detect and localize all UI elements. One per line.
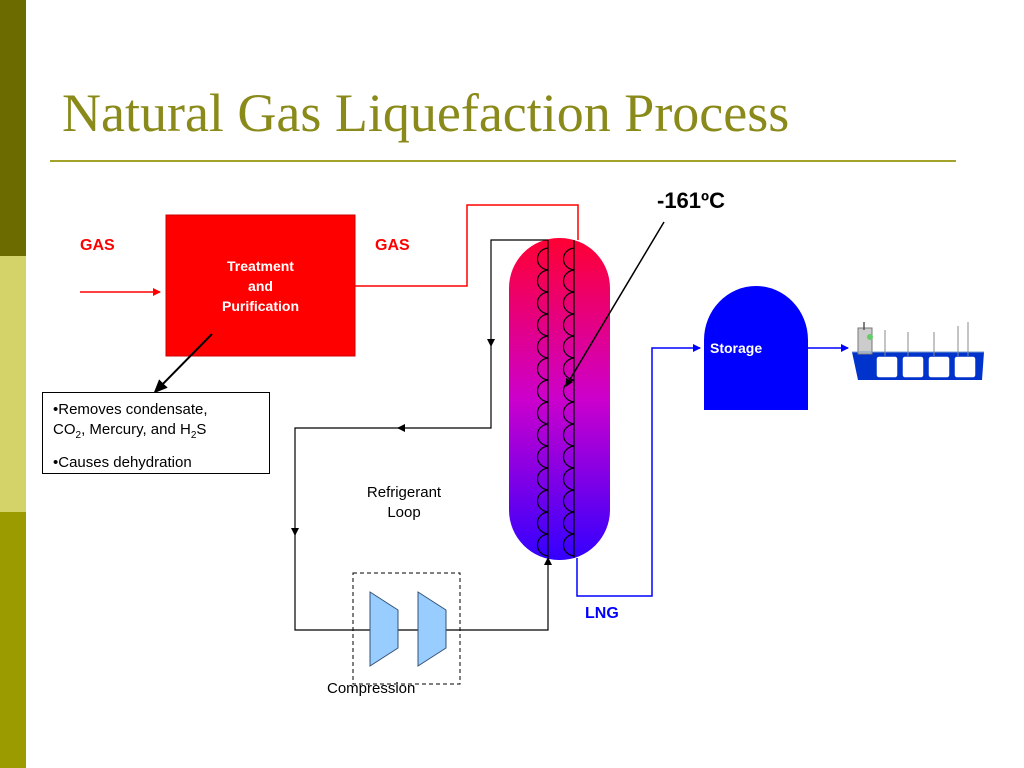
treatment-label-line-2: and (248, 278, 273, 294)
temperature-pointer-arrow (565, 221, 665, 387)
refrigerant-return-line (487, 239, 548, 347)
lng-label: LNG (585, 605, 619, 622)
compressor-discharge-line (446, 557, 552, 631)
refrigerant-loop-label: Refrigerant Loop (344, 483, 464, 523)
treatment-label-line-1: Treatment (227, 258, 294, 274)
liquefaction-column (509, 238, 610, 560)
note-bullet-2: •Causes dehydration (53, 454, 192, 471)
treatment-box (165, 214, 356, 357)
temperature-label: -161ºC (657, 188, 725, 213)
gas-in-label: GAS (80, 237, 115, 254)
note-h-subscript: 2 (190, 430, 197, 441)
lng-line (576, 344, 701, 597)
slide-title: Natural Gas Liquefaction Process (62, 83, 790, 143)
refrigerant-label-line-2: Loop (387, 504, 421, 521)
refrigerant-loop-line (397, 346, 492, 432)
note-co-subscript: 2 (75, 430, 82, 441)
refrigerant-label-line-1: Refrigerant (366, 484, 442, 501)
compression-label: Compression (327, 680, 416, 697)
side-bar-bottom (0, 512, 26, 768)
note-pointer-arrow (153, 333, 213, 394)
treatment-notes-box: •Removes condensate,CO2, Mercury, and H2… (42, 392, 270, 474)
side-bar-top (0, 0, 26, 256)
lng-ship-icon (852, 322, 984, 380)
side-bar-middle (0, 256, 26, 512)
gas-out-label: GAS (375, 237, 410, 254)
note-bullet-1: •Removes condensate,CO2, Mercury, and H2… (53, 400, 259, 446)
note-co-text: CO (53, 421, 76, 438)
compressor-stage-2 (417, 591, 447, 667)
refrigerant-loop-line-2 (291, 427, 402, 536)
title-rule (50, 160, 956, 162)
compressor-stage-1 (369, 591, 399, 667)
storage-tank (704, 286, 808, 410)
heat-exchanger-coils (536, 240, 575, 558)
storage-label: Storage (710, 340, 763, 356)
note-mercury-text: , Mercury, and H (81, 421, 191, 438)
gas-feed-line (355, 204, 579, 287)
note-bullet-1-text: •Removes condensate, (53, 401, 208, 418)
compression-box (352, 572, 461, 685)
refrigerant-to-compressor-line (294, 530, 370, 631)
treatment-label-line-3: Purification (221, 298, 299, 314)
treatment-label: Treatment and Purification (166, 256, 355, 316)
note-s-text: S (196, 421, 207, 438)
